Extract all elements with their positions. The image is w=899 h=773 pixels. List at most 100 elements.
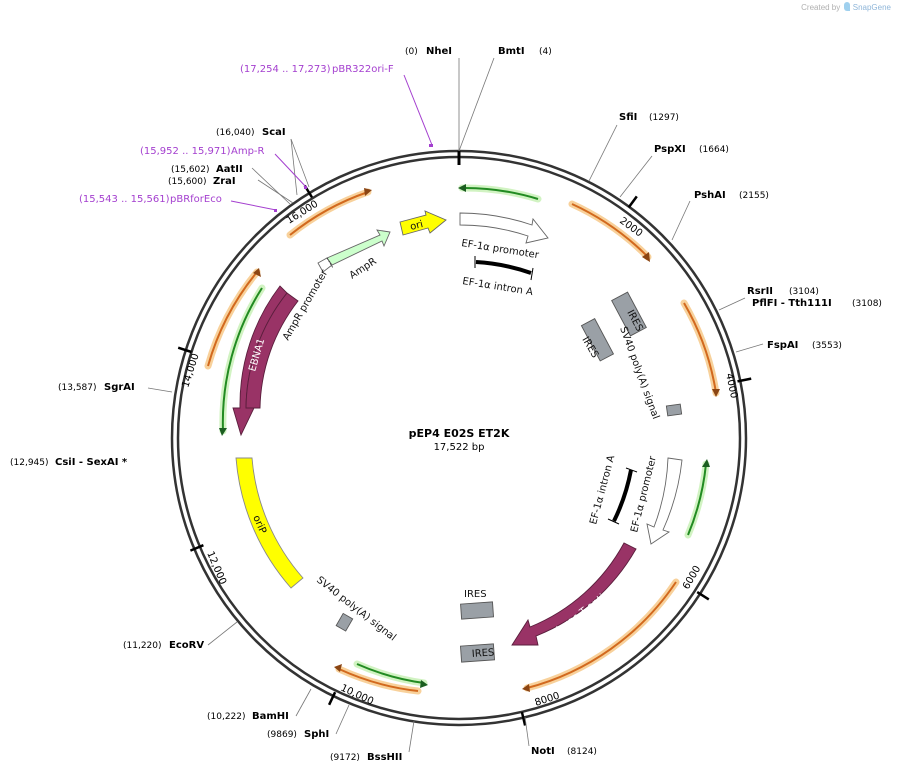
site-name-bmti: BmtI	[498, 46, 525, 57]
site-name-sphi: SphI	[304, 729, 329, 740]
orf-arrowhead-7	[458, 184, 466, 192]
site-sfii: SfiI (1297)	[619, 112, 679, 123]
feature-ori	[399, 210, 447, 236]
label-ef1a-intron-right: EF-1α intron A	[588, 454, 617, 526]
feature-ampr-promoter-box	[317, 257, 333, 273]
site-pos-sfii: (1297)	[649, 113, 679, 123]
label-sv40-1: SV40 poly(A) signal	[617, 325, 661, 421]
primer-name-pbr322ori-f: pBR322ori-F	[332, 64, 394, 75]
primer-name-amp-r: Amp-R	[231, 146, 265, 157]
snapgene-logo-icon	[843, 2, 850, 11]
feature-orip	[235, 457, 304, 589]
tick-label-6000: 6000	[681, 564, 703, 592]
orf-arrowhead-6	[364, 188, 372, 196]
site-aatii: (15,602) AatII	[171, 164, 243, 175]
orf-arc-6	[289, 191, 369, 236]
tick-10000	[327, 691, 337, 706]
site-pos-aatii: (15,602)	[171, 165, 210, 175]
orf-arrowhead-5	[253, 268, 261, 277]
restriction-sites: (0) NheI BmtI (4) SfiI (1297) PspXI (166…	[10, 46, 882, 763]
label-ires-4: IRES	[471, 647, 494, 660]
label-ori: ori	[409, 219, 424, 233]
orf-arc-4	[338, 668, 419, 692]
feature-ires-4	[460, 643, 495, 663]
plasmid-name: pEP4 E02S ET2K	[409, 427, 510, 440]
primer-labels: (17,254 .. 17,273) pBR322ori-F (15,952 .…	[79, 64, 394, 205]
site-name-pshai: PshAI	[694, 190, 726, 201]
tick-12000	[189, 544, 204, 552]
label-ef1a-promoter-right: EF-1α promoter	[629, 454, 659, 533]
feature-ires-2	[580, 317, 615, 362]
site-name-aatii: AatII	[216, 164, 243, 175]
orf-arc-1	[571, 203, 649, 258]
orf-arc-3	[526, 581, 677, 689]
primer-range-pbr322ori-f: (17,254 .. 17,273)	[240, 64, 331, 75]
orf-arrowhead-4	[334, 664, 342, 672]
feature-sv40-2	[335, 612, 354, 632]
orf-arrowhead-3	[522, 684, 530, 692]
site-pos-bmti: (4)	[539, 47, 552, 57]
site-name-ecorv: EcoRV	[169, 640, 204, 651]
feature-ires-3	[460, 601, 494, 620]
primer-mark-pbrforeco	[274, 209, 277, 212]
site-pos-zrai: (15,600)	[168, 177, 207, 187]
site-bamhi: (10,222) BamHI	[207, 711, 289, 722]
orf-arrowhead-2	[712, 389, 720, 397]
orf-arrowhead-10	[219, 428, 227, 436]
site-name-pflfi: PflFI - Tth111I	[752, 298, 832, 309]
site-rsrii: RsrII (3104)	[747, 286, 819, 297]
orf-arc-5	[207, 271, 258, 367]
site-pos-sgrai: (13,587)	[58, 383, 97, 393]
primer-leader-lines	[230, 74, 433, 211]
orf-arc-9	[356, 663, 425, 684]
feature-ef1a-intron-top	[475, 260, 532, 275]
orf-arcs	[204, 184, 720, 695]
site-pos-rsrii: (3104)	[789, 287, 819, 297]
orf-arc-10	[221, 287, 263, 432]
site-name-noti: NotI	[531, 746, 555, 757]
primer-range-pbrforeco: (15,543 .. 15,561)	[79, 194, 170, 205]
feature-ampr	[326, 229, 391, 266]
site-pos-nhei: (0)	[405, 47, 418, 57]
tick-label-8000: 8000	[534, 691, 562, 709]
feature-ef1a-intron-right	[612, 469, 633, 522]
tick-label-12000: 12,000	[204, 550, 228, 587]
site-pspxi: PspXI (1664)	[654, 144, 729, 155]
site-nhei: (0) NheI	[405, 46, 452, 57]
site-csii: (12,945) CsiI - SexAI *	[10, 457, 128, 468]
tick-2000	[627, 195, 638, 209]
orf-arrowhead-1	[642, 252, 650, 262]
site-name-nhei: NheI	[426, 46, 452, 57]
label-sv40-2: SV40 poly(A) signal	[314, 575, 398, 644]
orf-arc-8	[687, 463, 707, 536]
tick-label-4000: 4000	[723, 372, 739, 399]
label-ampr: AmpR	[348, 256, 379, 282]
site-name-sfii: SfiI	[619, 112, 637, 123]
label-ires-3: IRES	[464, 589, 487, 600]
orf-arrowhead-8	[702, 459, 710, 467]
site-zrai: (15,600) ZraI	[168, 176, 236, 187]
feature-ef1a-promoter-right	[646, 457, 683, 545]
tick-14000	[177, 346, 192, 354]
site-pos-pspxi: (1664)	[699, 145, 729, 155]
site-pflfi: PflFI - Tth111I (3108)	[752, 298, 882, 309]
site-pos-noti: (8124)	[567, 747, 597, 757]
primer-amp-r: (15,952 .. 15,971) Amp-R	[140, 146, 265, 157]
plasmid-length: 17,522 bp	[434, 442, 485, 453]
site-sphi: (9869) SphI	[267, 729, 329, 740]
site-leader-lines	[147, 57, 764, 753]
watermark-created-by: Created by	[801, 3, 841, 12]
site-name-scai: ScaI	[262, 127, 286, 138]
tick-labels: 2000 4000 6000 8000 10,000 12,000 14,000…	[180, 199, 739, 709]
primer-pbrforeco: (15,543 .. 15,561) pBRforEco	[79, 194, 222, 205]
site-name-sgrai: SgrAI	[104, 382, 135, 393]
tick-6000	[696, 591, 710, 601]
feature-ires-1	[611, 291, 647, 337]
orf-arc-7	[461, 186, 539, 200]
orf-arc-2	[683, 302, 717, 394]
primer-range-amp-r: (15,952 .. 15,971)	[140, 146, 231, 157]
site-name-zrai: ZraI	[213, 176, 236, 187]
orf-arrowhead-9	[420, 680, 428, 688]
plasmid-title: pEP4 E02S ET2K 17,522 bp	[409, 427, 510, 453]
